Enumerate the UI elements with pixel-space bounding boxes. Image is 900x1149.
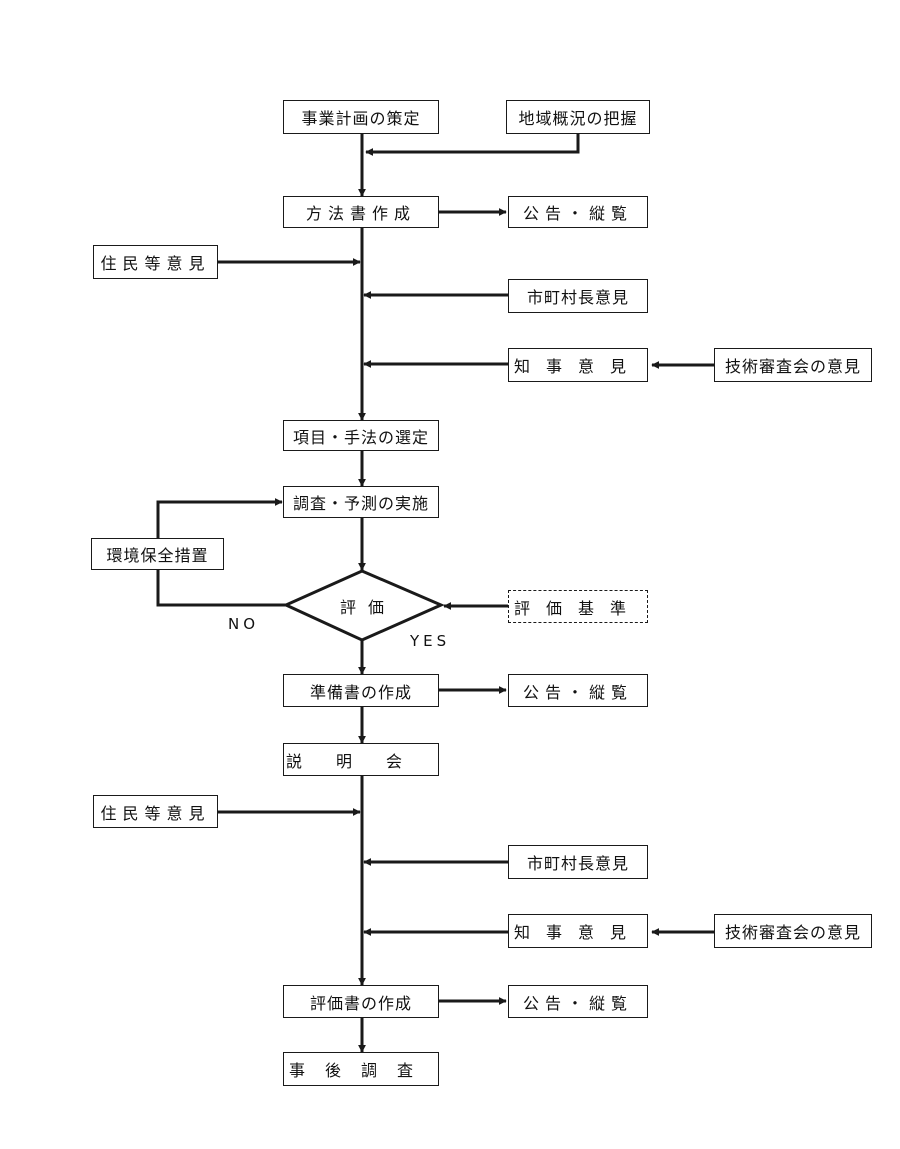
tech-committee-box-2: 技術審査会の意見: [714, 914, 872, 948]
no-label: NO: [228, 615, 260, 633]
arrow-conservation-to-survey: [156, 498, 283, 538]
mayor-opinion-box-2: 市町村長意見: [508, 845, 648, 879]
mayor-opinion-box-1: 市町村長意見: [508, 279, 648, 313]
resident-opinion-box-2: 住民等意見: [93, 795, 218, 828]
governor-opinion-box-2: 知事意見: [508, 914, 648, 948]
governor-opinion-box-1: 知事意見: [508, 348, 648, 382]
tech-committee-box-1: 技術審査会の意見: [714, 348, 872, 382]
notice-box-1: 公告・縦覧: [508, 196, 648, 228]
evaluation-diamond: [282, 569, 445, 642]
regional-survey-box: 地域概況の把握: [506, 100, 650, 134]
survey-box: 調査・予測の実施: [283, 486, 439, 518]
criteria-box: 評価基準: [508, 590, 648, 623]
prep-doc-box: 準備書の作成: [283, 674, 439, 707]
notice-box-2: 公告・縦覧: [508, 674, 648, 707]
briefing-box: 説明会: [283, 743, 439, 776]
method-doc-box: 方法書作成: [283, 196, 439, 228]
line-no-branch: [156, 568, 290, 607]
arrow-regional-to-spine: [365, 134, 580, 156]
followup-box: 事後調査: [283, 1052, 439, 1086]
resident-opinion-box-1: 住民等意見: [93, 245, 218, 279]
eval-doc-box: 評価書の作成: [283, 985, 439, 1018]
conservation-box: 環境保全措置: [91, 538, 224, 570]
plan-box: 事業計画の策定: [283, 100, 439, 134]
evaluation-label: 評価: [339, 598, 396, 617]
yes-label: YES: [410, 632, 451, 650]
notice-box-3: 公告・縦覧: [508, 985, 648, 1018]
selection-box: 項目・手法の選定: [283, 420, 439, 451]
